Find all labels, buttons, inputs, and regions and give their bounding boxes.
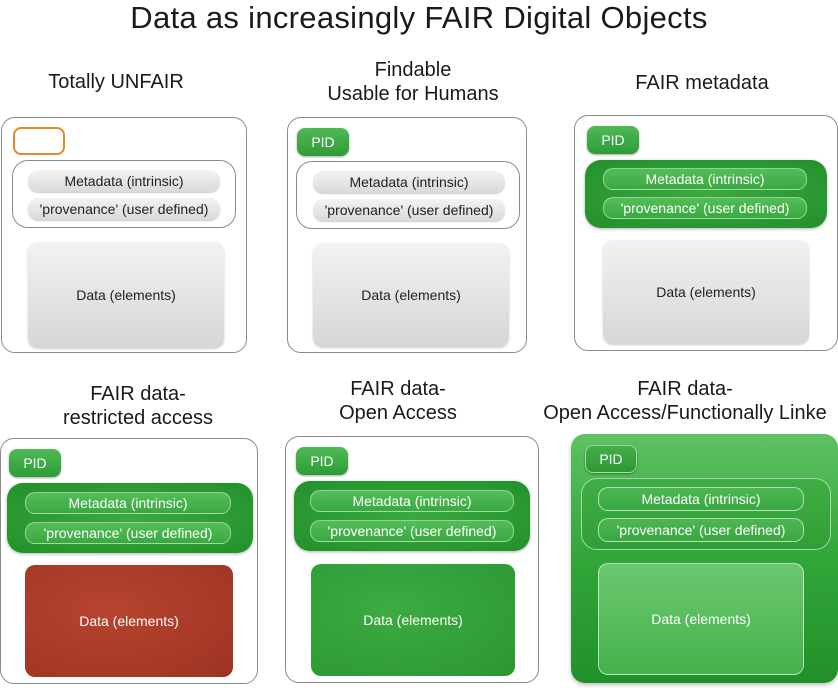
panel-title-line: FAIR data- [90,383,186,405]
pid-placeholder [13,127,65,155]
panel-title-open-access: FAIR data- Open Access [290,377,506,425]
provenance-pill: 'provenance' (user defined) [28,198,220,220]
provenance-pill: 'provenance' (user defined) [313,199,505,221]
diagram-title: Data as increasingly FAIR Digital Object… [130,0,708,35]
panel-fair-metadata: PID Metadata (intrinsic) 'provenance' (u… [574,115,838,351]
metadata-group: Metadata (intrinsic) 'provenance' (user … [585,160,827,228]
panel-open-access: PID Metadata (intrinsic) 'provenance' (u… [285,436,539,683]
panel-restricted-access: PID Metadata (intrinsic) 'provenance' (u… [0,438,258,684]
provenance-pill: 'provenance' (user defined) [310,520,514,542]
pid-badge: PID [9,449,61,477]
panel-title-line: Findable [374,59,452,81]
panel-findable: PID Metadata (intrinsic) 'provenance' (u… [287,117,527,353]
provenance-pill: 'provenance' (user defined) [25,522,231,544]
provenance-pill: 'provenance' (user defined) [603,197,807,219]
data-box: Data (elements) [313,243,509,347]
provenance-pill: 'provenance' (user defined) [598,518,804,542]
metadata-group: Metadata (intrinsic) 'provenance' (user … [296,161,520,229]
metadata-pill: Metadata (intrinsic) [25,492,231,514]
panel-title-linked: FAIR data- Open Access/Functionally Link… [520,377,838,425]
panel-title-line: Usable for Humans [327,83,499,105]
data-box-open: Data (elements) [311,564,515,676]
data-box: Data (elements) [603,240,809,344]
panel-title-line: restricted access [62,407,214,429]
data-box-linked: Data (elements) [598,563,804,675]
metadata-group: Metadata (intrinsic) 'provenance' (user … [294,481,530,551]
panel-title-line: Totally UNFAIR [48,71,184,93]
metadata-pill: Metadata (intrinsic) [603,168,807,190]
metadata-group: Metadata (intrinsic) 'provenance' (user … [12,160,236,228]
panel-title-line: Open Access/Functionally Linke [543,402,827,424]
metadata-pill: Metadata (intrinsic) [598,487,804,511]
panel-title-fair-metadata: FAIR metadata [590,71,814,95]
pid-badge: PID [585,445,637,473]
data-box: Data (elements) [28,242,224,348]
panel-unfair: Metadata (intrinsic) 'provenance' (user … [1,117,247,353]
panel-title-restricted: FAIR data- restricted access [22,382,254,430]
metadata-pill: Metadata (intrinsic) [310,490,514,512]
panel-title-findable: Findable Usable for Humans [290,58,536,106]
pid-badge: PID [296,447,348,475]
pid-badge: PID [587,126,639,154]
panel-title-line: FAIR metadata [635,72,769,94]
metadata-pill: Metadata (intrinsic) [28,170,220,192]
metadata-group: Metadata (intrinsic) 'provenance' (user … [7,483,253,553]
data-box-restricted: Data (elements) [25,565,233,677]
panel-title-unfair: Totally UNFAIR [0,70,232,94]
metadata-pill: Metadata (intrinsic) [313,171,505,193]
panel-title-line: FAIR data- [350,378,446,400]
pid-badge: PID [297,128,349,156]
panel-linked: PID Metadata (intrinsic) 'provenance' (u… [571,434,838,683]
panel-title-line: FAIR data- [637,378,733,400]
panel-title-line: Open Access [339,402,457,424]
metadata-group: Metadata (intrinsic) 'provenance' (user … [581,478,831,550]
